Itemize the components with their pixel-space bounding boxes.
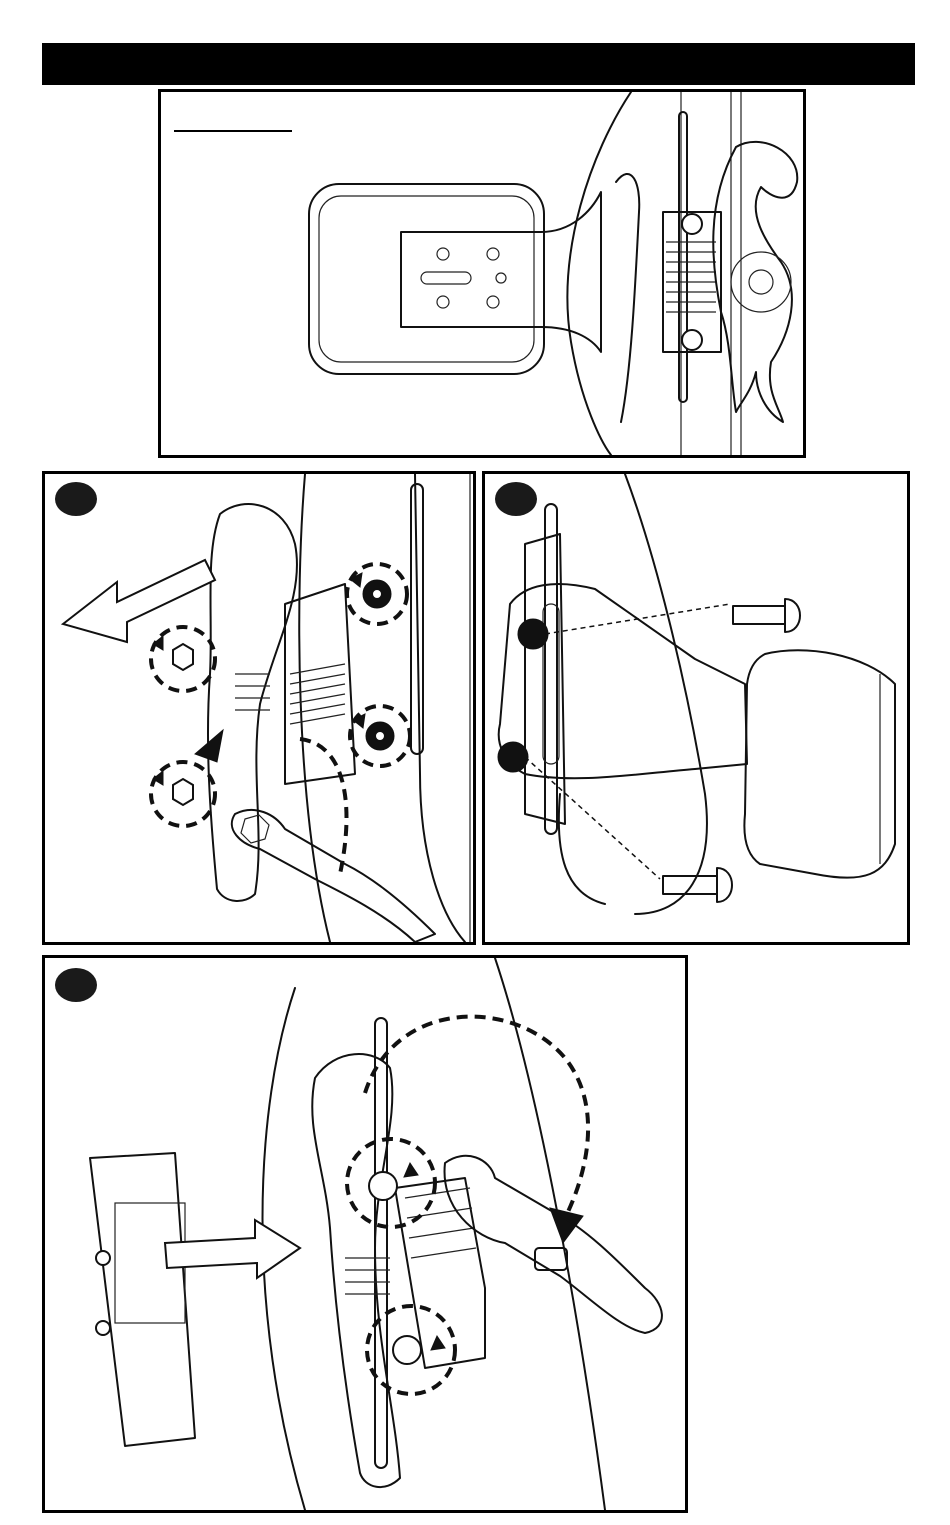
section-header-bar [42,43,915,85]
step-3-drawing [45,958,685,1510]
step-1-illustration [42,471,476,945]
step-3-illustration [42,955,688,1513]
overview-drawing [161,92,803,455]
overview-illustration [158,89,806,458]
step-2-drawing [485,474,907,942]
step-2-illustration [482,471,910,945]
step-1-drawing [45,474,473,942]
